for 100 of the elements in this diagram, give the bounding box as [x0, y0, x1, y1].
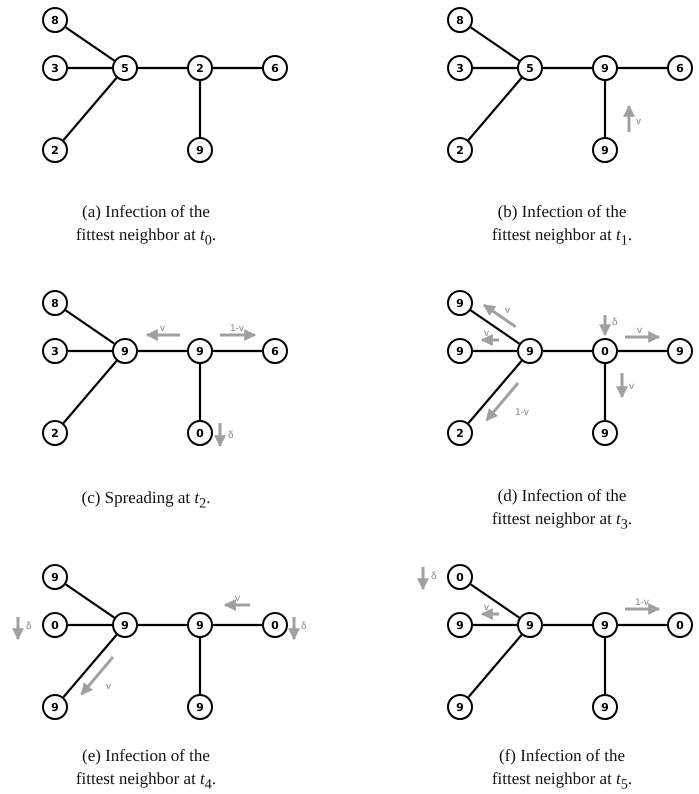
graph-edge [213, 350, 262, 352]
node-circle: 8 [447, 7, 473, 33]
node-circle: 9 [517, 338, 543, 364]
rate-label: v [629, 381, 634, 392]
rate-label: v [160, 323, 165, 334]
node-circle: 2 [187, 55, 213, 81]
panel-caption: (a) Infection of the fittest neighbor at t$_{0}$. [74, 201, 218, 250]
rate-label: δ [228, 430, 234, 441]
rate-label: δ [431, 571, 437, 582]
rate-label: δ [301, 621, 307, 632]
node-circle: 9 [187, 338, 213, 364]
graph-edge [604, 638, 606, 694]
node-circle: 9 [592, 420, 618, 446]
node-circle: 9 [517, 612, 543, 638]
node-circle: 9 [42, 694, 68, 720]
node-circle: 3 [42, 338, 68, 364]
node-circle: 9 [592, 694, 618, 720]
node-circle: 3 [447, 55, 473, 81]
node-circle: 9 [447, 694, 473, 720]
rate-label: δ [612, 317, 618, 328]
panel-caption: (d) Infection of the fittest neighbor at t$_{3}$. [490, 485, 634, 534]
node-circle: 6 [262, 55, 288, 81]
node-circle: 0 [592, 338, 618, 364]
graph-edge [62, 360, 118, 424]
rate-label: δ [26, 621, 32, 632]
node-circle: 5 [112, 55, 138, 81]
graph-edge [470, 583, 520, 619]
graph-edge [473, 350, 517, 352]
graph-edge [468, 634, 522, 698]
graph-edge [470, 26, 520, 62]
panel-caption: (e) Infection of the fittest neighbor at t$_{4}$. [74, 745, 218, 794]
node-circle: 2 [42, 420, 68, 446]
rate-label: v [106, 681, 111, 692]
graph-edge [543, 66, 592, 70]
node-circle: 9 [187, 612, 213, 638]
node-circle: 9 [667, 338, 693, 364]
node-circle: 8 [42, 7, 68, 33]
graph-edge [198, 81, 202, 137]
rate-label: 1-v [230, 323, 244, 334]
graph-edge [198, 364, 202, 420]
graph-edge [468, 360, 522, 424]
rate-label: 1-v [515, 407, 529, 418]
graph-edge [138, 66, 187, 70]
graph-edge [62, 77, 118, 141]
node-circle: 9 [447, 290, 473, 316]
node-circle: 9 [592, 612, 618, 638]
graph-edge [470, 309, 520, 345]
node-circle: 9 [187, 694, 213, 720]
node-circle: 6 [262, 338, 288, 364]
node-circle: 9 [447, 612, 473, 638]
node-circle: 2 [447, 420, 473, 446]
graph-edge [473, 624, 517, 626]
graph-edge [65, 26, 115, 62]
rate-label: v [636, 116, 641, 127]
rate-label: v [637, 325, 642, 336]
graph-edge [138, 624, 187, 626]
rate-label: v [484, 328, 489, 339]
graph-edge [68, 66, 112, 70]
node-circle: 6 [667, 55, 693, 81]
graph-edge [65, 583, 115, 619]
graph-edge [65, 309, 115, 345]
graph-edge [213, 624, 262, 626]
graph-edge [68, 624, 112, 626]
node-circle: 2 [447, 137, 473, 163]
graph-edge [68, 350, 112, 352]
graph-edge [468, 77, 522, 141]
node-circle: 2 [42, 137, 68, 163]
graph-edge [543, 624, 592, 626]
graph-edge [62, 634, 118, 698]
node-circle: 3 [42, 55, 68, 81]
graph-edge [213, 66, 262, 70]
graph-edge [618, 66, 667, 70]
panel-caption: (b) Infection of the fittest neighbor at t$_{1}$. [490, 201, 634, 250]
graph-edge [138, 350, 187, 352]
rate-label: 1-v [635, 597, 649, 608]
node-circle: 5 [517, 55, 543, 81]
node-circle: 0 [447, 564, 473, 590]
panel-caption: (c) Spreading at t$_{2}$. [80, 487, 212, 514]
node-circle: 9 [592, 55, 618, 81]
node-circle: 9 [112, 612, 138, 638]
graph-edge [604, 81, 606, 137]
graph-edge [618, 624, 667, 626]
node-circle: 9 [447, 338, 473, 364]
rate-label: v [484, 602, 489, 613]
node-circle: 8 [42, 290, 68, 316]
node-circle: 9 [42, 564, 68, 590]
graph-edge [604, 364, 606, 420]
node-circle: 9 [592, 137, 618, 163]
node-circle: 9 [112, 338, 138, 364]
node-circle: 0 [262, 612, 288, 638]
graph-edge [198, 638, 202, 694]
panel-caption: (f) Infection of the fittest neighbor at t$_{5}$. [490, 745, 634, 794]
node-circle: 0 [667, 612, 693, 638]
node-circle: 0 [42, 612, 68, 638]
graph-edge [473, 66, 517, 70]
graph-edge [618, 350, 667, 352]
rate-label: v [505, 305, 510, 316]
node-circle: 0 [187, 420, 213, 446]
node-circle: 9 [187, 137, 213, 163]
rate-label: v [235, 593, 240, 604]
